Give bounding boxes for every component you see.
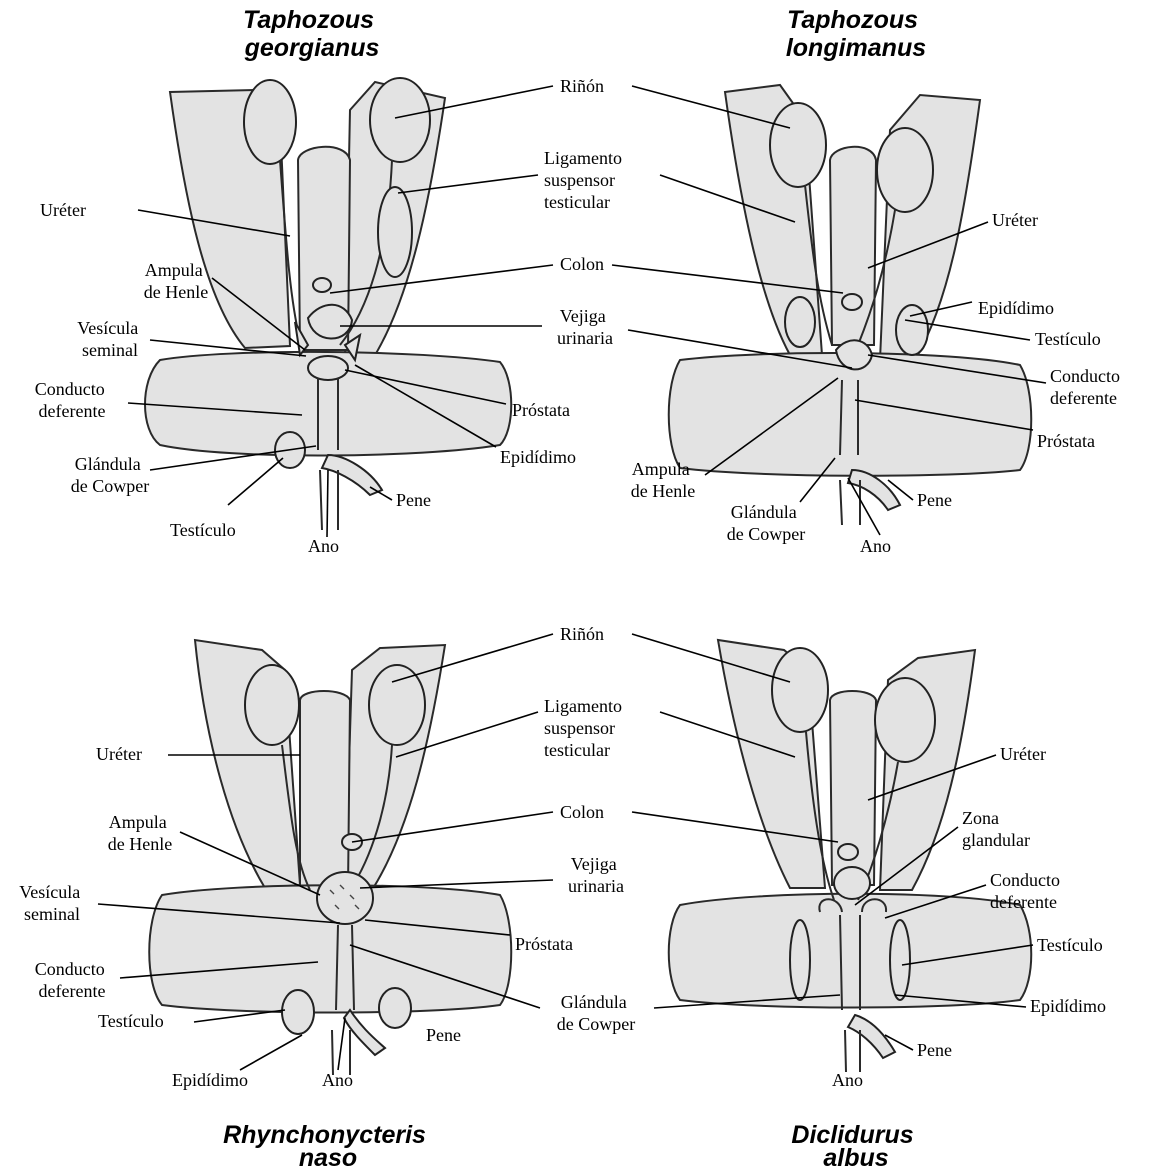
kidney-right — [370, 78, 430, 162]
label-prostata: Próstata — [515, 934, 573, 954]
species-title-top-left: Taphozous georgianus — [243, 6, 381, 62]
label-ano: Ano — [322, 1070, 353, 1090]
anus-tail — [840, 480, 860, 525]
bladder-glands — [317, 872, 373, 924]
label-testiculo: Testículo — [1037, 935, 1103, 955]
prostate — [308, 356, 348, 380]
colon — [842, 294, 862, 310]
label-ano: Ano — [860, 536, 891, 556]
testis-left — [282, 990, 314, 1034]
membrane-uropatagium — [669, 894, 1032, 1008]
label-epididimo: Epidídimo — [500, 447, 576, 467]
label-ureter: Uréter — [1000, 744, 1046, 764]
label-pene: Pene — [917, 1040, 952, 1060]
colon — [313, 278, 331, 292]
testis-left — [785, 297, 815, 347]
label-glandula: Glándula de Cowper — [557, 992, 635, 1034]
label-conducto: Conducto deferente — [990, 870, 1065, 912]
label-prostata: Próstata — [1037, 431, 1095, 451]
colon — [838, 844, 858, 860]
species-title-bottom-right: Diclidurus albus — [791, 1121, 920, 1172]
label-vesicula: Vesícula seminal — [19, 882, 84, 924]
label-ano: Ano — [832, 1070, 863, 1090]
label-epididimo: Epidídimo — [978, 298, 1054, 318]
species-title-bottom-left: Rhynchonycteris naso — [223, 1121, 433, 1172]
label-ampula: Ampula de Henle — [144, 260, 208, 302]
label-vejiga: Vejiga urinaria — [557, 306, 613, 348]
specimen-rhynchonycteris-naso — [149, 640, 511, 1075]
kidney-left — [770, 103, 826, 187]
anus-tail — [320, 470, 338, 530]
leader-testiculo — [228, 458, 283, 505]
label-testiculo: Testículo — [98, 1011, 164, 1031]
kidney-left — [244, 80, 296, 164]
label-prostata: Próstata — [512, 400, 570, 420]
label-rinon: Riñón — [560, 624, 604, 644]
label-pene: Pene — [917, 490, 952, 510]
label-zona: Zona glandular — [962, 808, 1030, 850]
leader-ano — [327, 470, 328, 537]
label-conducto: Conducto deferente — [35, 379, 110, 421]
kidney-left — [245, 665, 299, 745]
label-testiculo: Testículo — [170, 520, 236, 540]
label-glandula: Glándula de Cowper — [727, 502, 805, 544]
label-vejiga: Vejiga urinaria — [568, 854, 624, 896]
specimen-taphozous-longimanus — [669, 85, 1032, 525]
label-conducto: Conducto deferente — [35, 959, 110, 1001]
label-ureter: Uréter — [992, 210, 1038, 230]
label-epididimo: Epidídimo — [172, 1070, 248, 1090]
label-ureter: Uréter — [40, 200, 86, 220]
kidney-right — [875, 678, 935, 762]
kidney-right — [369, 665, 425, 745]
label-conducto: Conducto deferente — [1050, 366, 1125, 408]
specimen-diclidurus-albus — [669, 640, 1032, 1072]
label-ligamento: Ligamento suspensor testicular — [544, 696, 626, 760]
label-ano: Ano — [308, 536, 339, 556]
gland-zone — [834, 867, 870, 899]
label-epididimo: Epidídimo — [1030, 996, 1106, 1016]
kidney-right — [877, 128, 933, 212]
label-colon: Colon — [560, 254, 604, 274]
leader-vejiga — [360, 880, 553, 888]
label-pene: Pene — [396, 490, 431, 510]
testis-left — [790, 920, 810, 1000]
label-vesicula: Vesícula seminal — [77, 318, 142, 360]
kidney-left — [772, 648, 828, 732]
label-ligamento: Ligamento suspensor testicular — [544, 148, 626, 212]
testis-right — [379, 988, 411, 1028]
label-glandula: Glándula de Cowper — [71, 454, 149, 496]
species-title-top-right: Taphozous longimanus — [786, 6, 926, 62]
label-testiculo: Testículo — [1035, 329, 1101, 349]
leader-ano — [338, 1018, 345, 1070]
label-pene: Pene — [426, 1025, 461, 1045]
label-rinon: Riñón — [560, 76, 604, 96]
membrane-central — [300, 691, 350, 890]
testis-right — [890, 920, 910, 1000]
testis-top-right — [378, 187, 412, 277]
label-ampula: Ampula de Henle — [631, 459, 695, 501]
label-colon: Colon — [560, 802, 604, 822]
label-ampula: Ampula de Henle — [108, 812, 172, 854]
label-ureter: Uréter — [96, 744, 142, 764]
leader-epididimo — [240, 1035, 302, 1070]
anus-tail — [845, 1030, 860, 1072]
